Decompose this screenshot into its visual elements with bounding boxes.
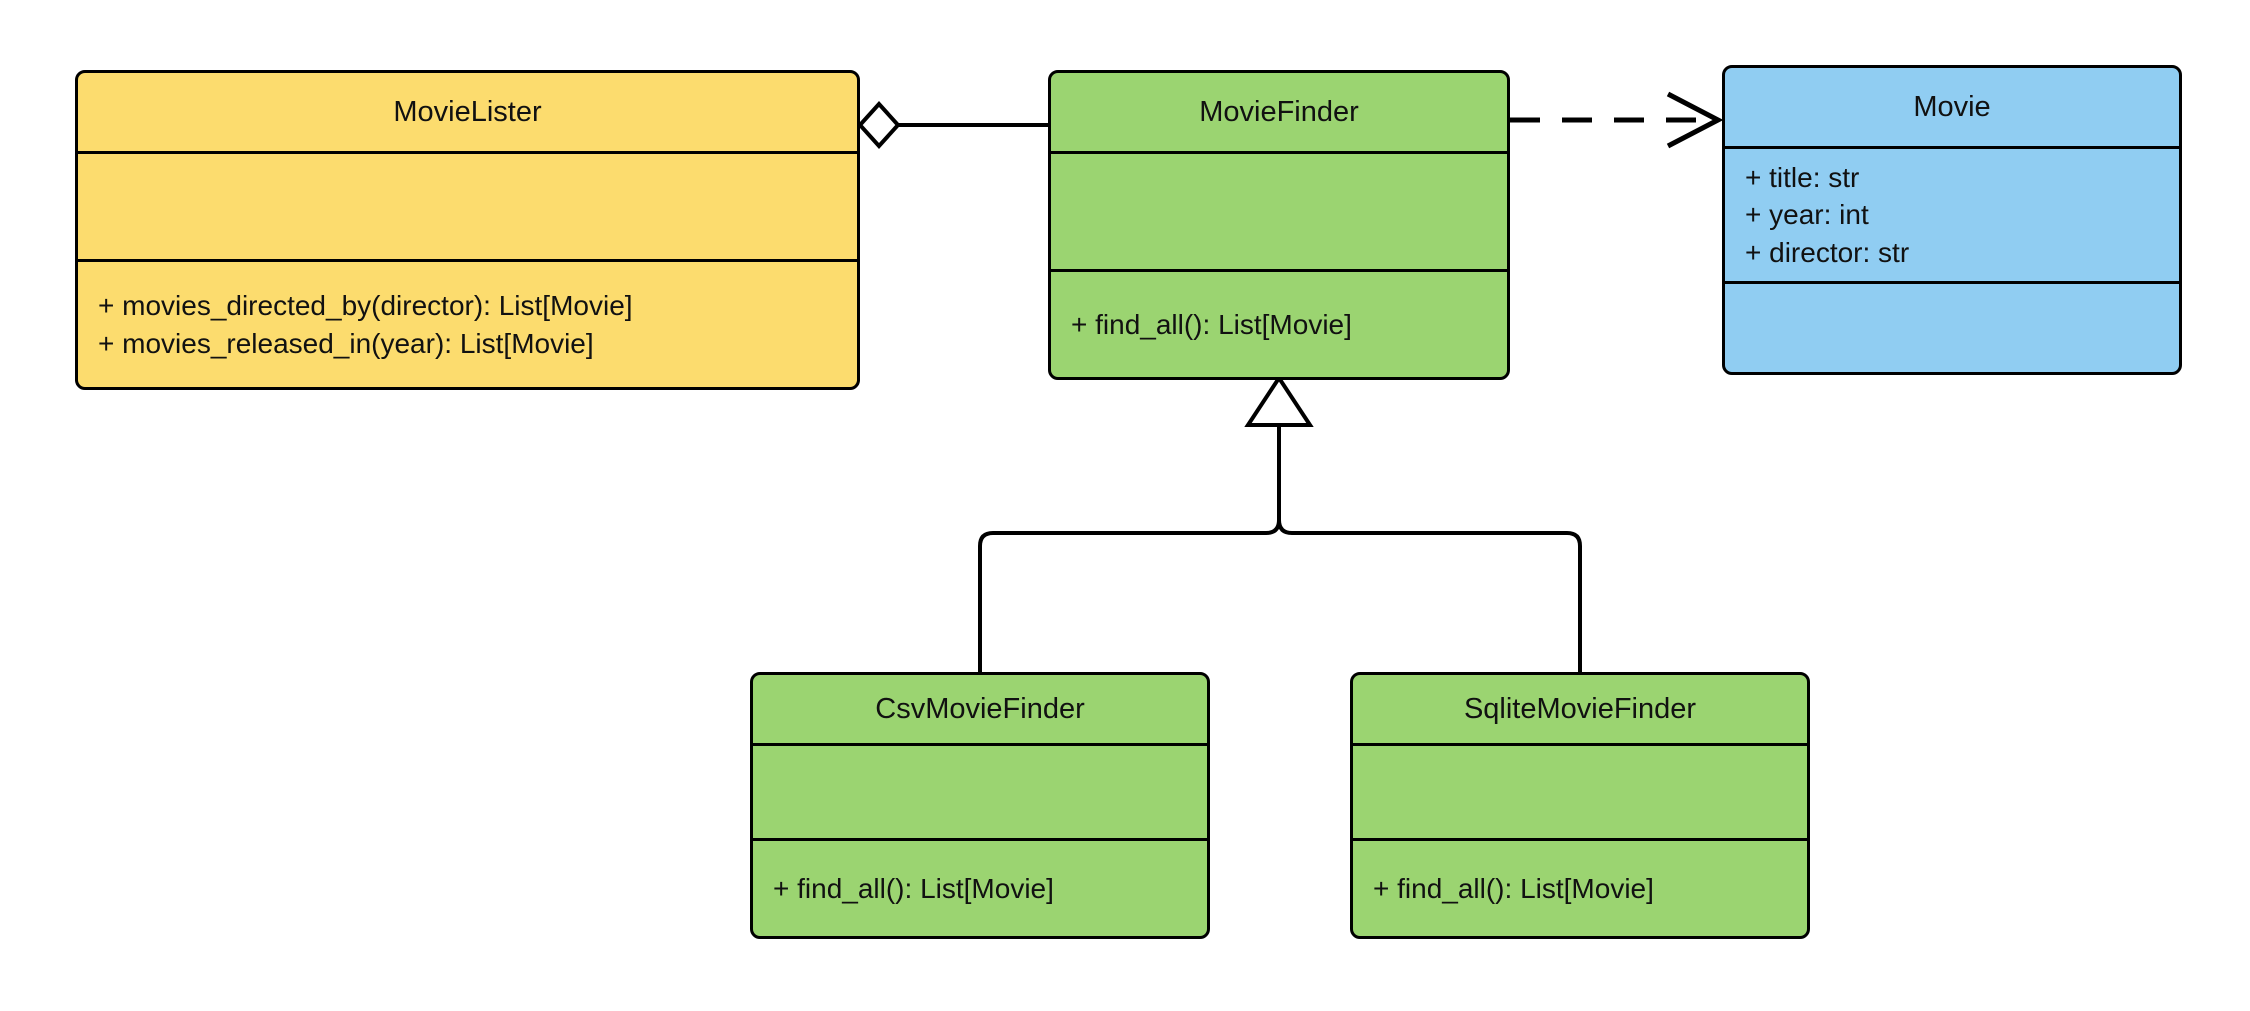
attributes-compartment xyxy=(78,151,857,259)
operations-compartment: + find_all(): List[Movie] xyxy=(1051,269,1507,377)
class-box-csvmoviefinder[interactable]: CsvMovieFinder + find_all(): List[Movie] xyxy=(750,672,1210,939)
class-box-movielister[interactable]: MovieLister + movies_directed_by(directo… xyxy=(75,70,860,390)
attribute-item: + title: str xyxy=(1745,162,1860,194)
attribute-item: + director: str xyxy=(1745,236,1910,268)
operations-compartment xyxy=(1725,281,2179,372)
class-name-compartment: SqliteMovieFinder xyxy=(1353,675,1807,743)
aggregation-movielister-moviefinder xyxy=(857,101,1048,149)
class-box-movie[interactable]: Movie + title: str + year: int + directo… xyxy=(1722,65,2182,375)
hollow-diamond-icon xyxy=(857,101,901,149)
operation-item: + find_all(): List[Movie] xyxy=(1071,308,1352,340)
open-arrow-icon xyxy=(1666,91,1724,149)
operations-compartment: + find_all(): List[Movie] xyxy=(753,838,1207,936)
generalization-branch-csvmoviefinder xyxy=(978,519,1281,672)
hollow-triangle-icon xyxy=(1244,374,1314,427)
class-box-sqlitemoviefinder[interactable]: SqliteMovieFinder + find_all(): List[Mov… xyxy=(1350,672,1810,939)
class-box-moviefinder[interactable]: MovieFinder + find_all(): List[Movie] xyxy=(1048,70,1510,380)
operations-compartment: + movies_directed_by(director): List[Mov… xyxy=(78,259,857,387)
class-name-label: Movie xyxy=(1913,90,1991,123)
operations-compartment: + find_all(): List[Movie] xyxy=(1353,838,1807,936)
operation-item: + find_all(): List[Movie] xyxy=(773,872,1054,904)
class-name-compartment: MovieLister xyxy=(78,73,857,151)
attributes-compartment xyxy=(753,743,1207,838)
class-name-label: MovieFinder xyxy=(1199,95,1359,128)
dependency-moviefinder-movie xyxy=(1510,91,1724,149)
class-name-label: SqliteMovieFinder xyxy=(1463,692,1697,725)
attributes-compartment: + title: str + year: int + director: str xyxy=(1725,146,2179,281)
attributes-compartment xyxy=(1051,151,1507,269)
operation-item: + movies_released_in(year): List[Movie] xyxy=(98,327,594,359)
attributes-compartment xyxy=(1353,743,1807,838)
class-name-compartment: Movie xyxy=(1725,68,2179,146)
operation-item: + find_all(): List[Movie] xyxy=(1373,872,1654,904)
class-name-label: MovieLister xyxy=(393,95,542,128)
generalization-branch-sqlitemoviefinder xyxy=(1277,519,1582,672)
class-name-compartment: CsvMovieFinder xyxy=(753,675,1207,743)
class-name-compartment: MovieFinder xyxy=(1051,73,1507,151)
attribute-item: + year: int xyxy=(1745,199,1869,231)
generalization-tree xyxy=(978,374,1582,672)
operation-item: + movies_directed_by(director): List[Mov… xyxy=(98,290,633,322)
class-name-label: CsvMovieFinder xyxy=(875,692,1085,725)
